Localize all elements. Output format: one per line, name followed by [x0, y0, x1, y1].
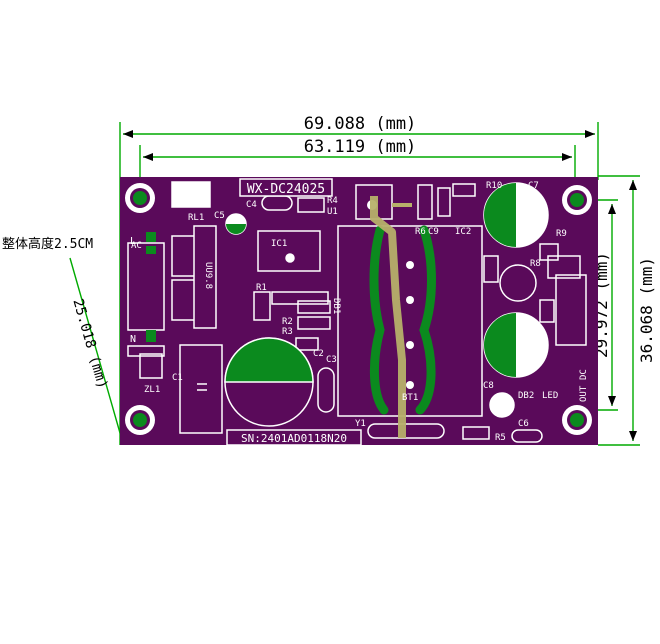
label-r1: R1	[256, 283, 267, 293]
label-c8: C8	[483, 381, 494, 391]
label-c1: C1	[172, 373, 183, 383]
label-l: L	[130, 236, 136, 247]
dimension-height-overall: 36.068 (mm)	[637, 257, 656, 363]
mounting-hole-top-right	[562, 185, 592, 215]
label-r3: R3	[282, 327, 293, 337]
label-c3: C3	[326, 355, 337, 365]
label-c5: C5	[214, 211, 225, 221]
label-ac: AC	[131, 241, 142, 251]
label-r4: R4	[327, 196, 338, 206]
label-db2: DB2	[518, 391, 534, 401]
label-r2: R2	[282, 317, 293, 327]
label-led: LED	[542, 391, 558, 401]
label-db1: DB1	[331, 298, 341, 314]
label-r6: R6	[415, 227, 426, 237]
label-c2: C2	[313, 349, 324, 359]
label-y1: Y1	[355, 419, 366, 429]
dimension-width-holes: 63.119 (mm)	[304, 137, 417, 157]
mounting-hole-top-left	[125, 183, 155, 213]
label-c9: C9	[428, 227, 439, 237]
label-c7: C7	[528, 181, 539, 191]
label-r5: R5	[495, 433, 506, 443]
label-ic1: IC1	[271, 239, 287, 249]
mounting-hole-bottom-right	[562, 405, 592, 435]
label-bt1: BT1	[402, 393, 418, 403]
label-c4: C4	[246, 200, 257, 210]
label-fuse: UU9.8	[203, 262, 213, 289]
dimension-arrows	[123, 130, 637, 441]
tan-trace	[370, 196, 406, 438]
label-n: N	[130, 334, 136, 345]
thickness-note: 整体高度2.5CM	[2, 236, 93, 252]
label-dc: DC	[579, 369, 589, 380]
mounting-hole-bottom-left	[125, 405, 155, 435]
label-c6: C6	[518, 419, 529, 429]
label-zl1: ZL1	[144, 385, 160, 395]
label-rl1: RL1	[188, 213, 204, 223]
label-r9: R9	[556, 229, 567, 239]
label-ic2: IC2	[455, 227, 471, 237]
label-r10: R10	[486, 181, 502, 191]
board-model-label: WX-DC24025	[247, 182, 325, 197]
dimension-width-overall: 69.088 (mm)	[304, 114, 417, 134]
serial-number-label: SN:2401AD0118N20	[241, 432, 347, 445]
pcb-board	[120, 177, 598, 446]
ac-input-markers	[146, 232, 156, 342]
silkscreen-labels: WX-DC24025 SN:2401AD0118N20 RL1 C5 C4 R4…	[130, 181, 589, 445]
label-u1: U1	[327, 207, 338, 217]
label-r8: R8	[530, 259, 541, 269]
label-out: OUT	[579, 385, 589, 402]
dimension-hole-note: 25.018 (mm)	[69, 297, 110, 391]
